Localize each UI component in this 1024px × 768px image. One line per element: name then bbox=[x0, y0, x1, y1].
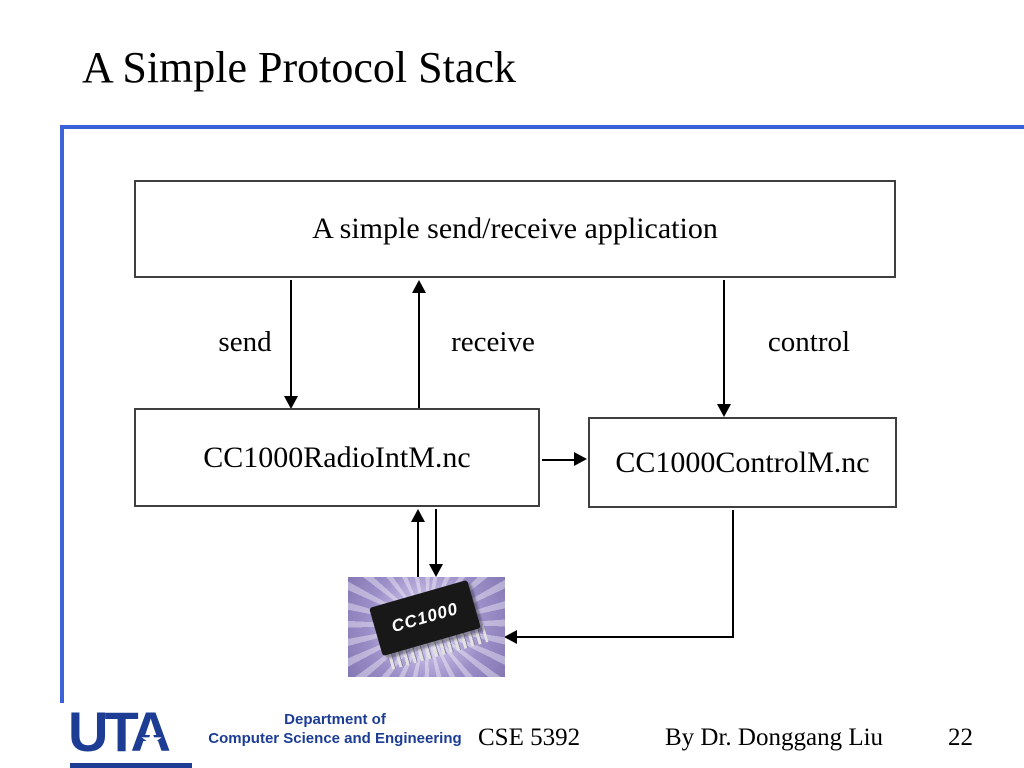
radio-to-control-arrowhead-icon bbox=[574, 452, 587, 466]
cc1000-chip-image: CC1000 bbox=[348, 577, 505, 677]
uta-logo-underline bbox=[70, 763, 192, 768]
page-number: 22 bbox=[948, 724, 973, 751]
control-module-box: CC1000ControlM.nc bbox=[588, 417, 897, 508]
receive-arrowhead-icon bbox=[412, 280, 426, 293]
application-box: A simple send/receive application bbox=[134, 180, 896, 278]
course-number: CSE 5392 bbox=[478, 724, 581, 751]
control-to-chip-vertical-line bbox=[732, 510, 734, 638]
content-frame bbox=[60, 125, 1024, 703]
radio-to-control-arrow-line bbox=[542, 459, 576, 461]
uta-logo: UTA bbox=[68, 700, 171, 763]
send-arrowhead-icon bbox=[284, 396, 298, 409]
chip-label: CC1000 bbox=[389, 598, 461, 637]
control-module-label: CC1000ControlM.nc bbox=[615, 445, 870, 479]
radio-to-chip-arrow-line bbox=[435, 509, 437, 566]
chip-to-radio-arrow-line bbox=[417, 520, 419, 577]
receive-label: receive bbox=[451, 326, 535, 358]
receive-arrow-line bbox=[418, 290, 420, 408]
radio-to-chip-arrowhead-icon bbox=[429, 564, 443, 577]
uta-star-icon: ★ bbox=[140, 726, 164, 756]
control-arrow-line bbox=[723, 280, 725, 406]
department-text: Department of Computer Science and Engin… bbox=[205, 710, 465, 748]
application-box-label: A simple send/receive application bbox=[312, 212, 718, 245]
control-arrowhead-icon bbox=[717, 404, 731, 417]
send-arrow-line bbox=[290, 280, 292, 398]
radio-module-label: CC1000RadioIntM.nc bbox=[203, 440, 471, 474]
department-line1: Department of bbox=[284, 711, 386, 728]
slide-title: A Simple Protocol Stack bbox=[82, 43, 516, 92]
control-to-chip-horizontal-line bbox=[516, 636, 734, 638]
control-label: control bbox=[767, 326, 851, 358]
chip-to-radio-arrowhead-icon bbox=[411, 509, 425, 522]
send-label: send bbox=[218, 326, 272, 358]
author-credit: By Dr. Donggang Liu bbox=[665, 724, 884, 751]
department-line2: Computer Science and Engineering bbox=[208, 730, 462, 747]
radio-module-box: CC1000RadioIntM.nc bbox=[134, 408, 540, 507]
control-to-chip-arrowhead-icon bbox=[504, 630, 517, 644]
